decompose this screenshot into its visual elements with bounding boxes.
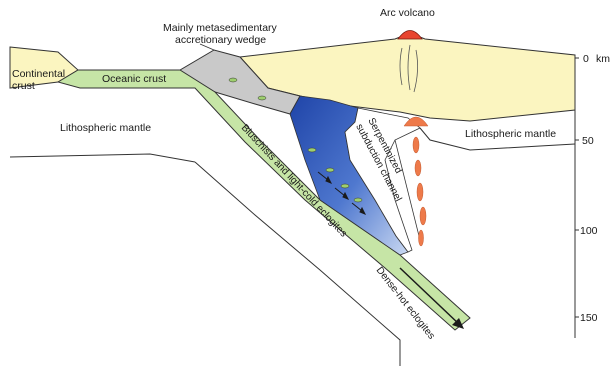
wedge-label-line1: Mainly metasedimentary [163, 22, 278, 34]
lithospheric-mantle-left-label: Lithospheric mantle [60, 122, 151, 134]
wedge-label-line2: accretionary wedge [175, 34, 266, 46]
depth-tick-label-50: 50 [582, 135, 594, 147]
magma-bodies [404, 117, 428, 246]
volcano-dome [398, 31, 422, 40]
depth-unit-label: km [596, 53, 610, 65]
lithospheric-mantle-right-label: Lithospheric mantle [465, 128, 556, 140]
oceanic-crust-label: Oceanic crust [102, 73, 166, 85]
continental-label-line1: Continental [12, 68, 65, 80]
continental-label-line2: crust [12, 80, 35, 92]
depth-tick-label-150: 150 [580, 312, 598, 324]
arc-volcano-label: Arc volcano [380, 7, 435, 19]
depth-tick-label-0: 0 [583, 53, 589, 65]
depth-tick-label-100: 100 [580, 225, 598, 237]
lithosphere-base-left [10, 154, 195, 162]
